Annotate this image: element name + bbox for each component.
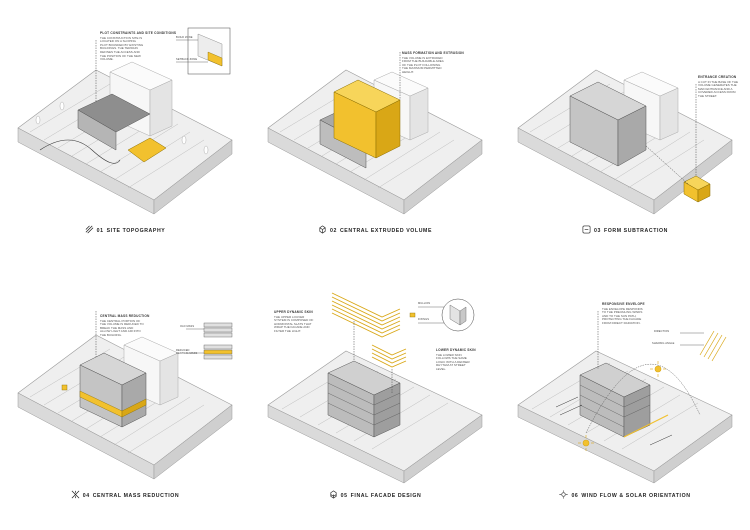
- panel-site-topography: PLOT CONSTRAINTS AND SITE CONDITIONS THE…: [0, 0, 250, 265]
- reduction-cross-icon: [71, 490, 80, 501]
- panel-final-facade-design: UPPER DYNAMIC SKIN THE UPPER LOUVER SYST…: [250, 265, 500, 530]
- lower-skin-note-title: LOWER DYNAMIC SKIN: [436, 348, 476, 352]
- extruded-cube-icon: [318, 225, 327, 236]
- subtraction-note-title: ENTRANCE CREATION: [698, 75, 737, 79]
- panel-number: 05: [340, 492, 348, 499]
- panel-title: CENTRAL EXTRUDED VOLUME: [339, 227, 433, 234]
- inset-label-build-zone: BUILD ZONE: [176, 36, 193, 39]
- extrusion-note-title: MASS FORMATION AND EXTRUSION: [402, 51, 464, 55]
- inset-label-direction: DIRECTION: [654, 330, 670, 333]
- envelope-note-body: THE ENVELOPE RESPONDS TO THE PREVAILING …: [602, 306, 643, 325]
- panel-number: 01: [96, 227, 104, 234]
- panel-title: WIND FLOW & SOLAR ORIENTATION: [581, 492, 691, 499]
- inset-label-mullion: MULLION: [418, 302, 431, 305]
- facade-design-diagram: [267, 292, 483, 484]
- sun-wind-icon: [559, 490, 568, 501]
- wind-solar-diagram: [517, 311, 733, 484]
- inset-label-fixings: FIXINGS: [418, 318, 430, 321]
- panel-number: 06: [571, 492, 579, 499]
- inset-label-old-mass: OLD MASS: [180, 325, 195, 328]
- panel-title: FORM SUBTRACTION: [603, 227, 669, 234]
- upper-skin-note: UPPER DYNAMIC SKIN THE UPPER LOUVER SYST…: [274, 310, 314, 334]
- panel-number: 02: [329, 227, 337, 234]
- panel-title: SITE TOPOGRAPHY: [106, 227, 166, 234]
- subtraction-note: ENTRANCE CREATION A CUT IN THE BASE OF T…: [698, 75, 739, 99]
- site-note-title: PLOT CONSTRAINTS AND SITE CONDITIONS: [100, 31, 177, 35]
- panel-title: CENTRAL MASS REDUCTION: [92, 492, 180, 499]
- site-note: PLOT CONSTRAINTS AND SITE CONDITIONS THE…: [100, 31, 177, 62]
- site-topography-diagram: [17, 27, 233, 215]
- extruded-volume-diagram: [267, 52, 483, 215]
- reduction-note-body: THE CENTRAL PORTION OF THE VOLUME IS RED…: [100, 318, 144, 337]
- lower-skin-note-body: THE LOWER SKIN FOLLOWS THE SAME LOGIC WI…: [436, 352, 470, 371]
- panel-form-subtraction: ENTRANCE CREATION A CUT IN THE BASE OF T…: [500, 0, 750, 265]
- reduction-note: CENTRAL MASS REDUCTION THE CENTRAL PORTI…: [100, 314, 150, 338]
- upper-skin-note-title: UPPER DYNAMIC SKIN: [274, 310, 313, 314]
- upper-skin-note-body: THE UPPER LOUVER SYSTEM IS COMPOSED OF H…: [274, 314, 314, 333]
- site-note-body: THE CONSTRUCTION SITE IS LOCATED ON A SL…: [100, 35, 144, 62]
- envelope-note-title: RESPONSIVE ENVELOPE: [602, 302, 645, 306]
- subtraction-icon: [582, 225, 591, 236]
- subtraction-note-body: A CUT IN THE BASE OF THE VOLUME GENERATE…: [698, 79, 739, 98]
- contour-lines-icon: [85, 225, 94, 236]
- panel-central-extruded-volume: MASS FORMATION AND EXTRUSION THE VOLUME …: [250, 0, 500, 265]
- panel-title: FINAL FACADE DESIGN: [350, 492, 422, 499]
- reduction-note-title: CENTRAL MASS REDUCTION: [100, 314, 150, 318]
- panel-wind-solar: RESPONSIVE ENVELOPE THE ENVELOPE RESPOND…: [500, 265, 750, 530]
- lower-skin-note: LOWER DYNAMIC SKIN THE LOWER SKIN FOLLOW…: [436, 348, 476, 372]
- panel-central-mass-reduction: CENTRAL MASS REDUCTION THE CENTRAL PORTI…: [0, 265, 250, 530]
- extrusion-note-body: THE VOLUME IS EXTRUDED FROM THE BUILDABL…: [402, 55, 444, 74]
- mass-reduction-diagram: [17, 311, 233, 480]
- extrusion-note: MASS FORMATION AND EXTRUSION THE VOLUME …: [402, 51, 464, 75]
- inset-label-reduced-mass: REDUCED CENTRAL MASS: [176, 349, 198, 355]
- panel-number: 03: [593, 227, 601, 234]
- envelope-note: RESPONSIVE ENVELOPE THE ENVELOPE RESPOND…: [602, 302, 646, 326]
- inset-label-shading-angle: SHADING ANGLE: [652, 342, 675, 345]
- inset-label-setback-zone: SETBACK ZONE: [176, 58, 198, 61]
- form-subtraction-diagram: [517, 69, 733, 215]
- facade-cube-icon: [329, 490, 338, 501]
- panel-number: 04: [82, 492, 90, 499]
